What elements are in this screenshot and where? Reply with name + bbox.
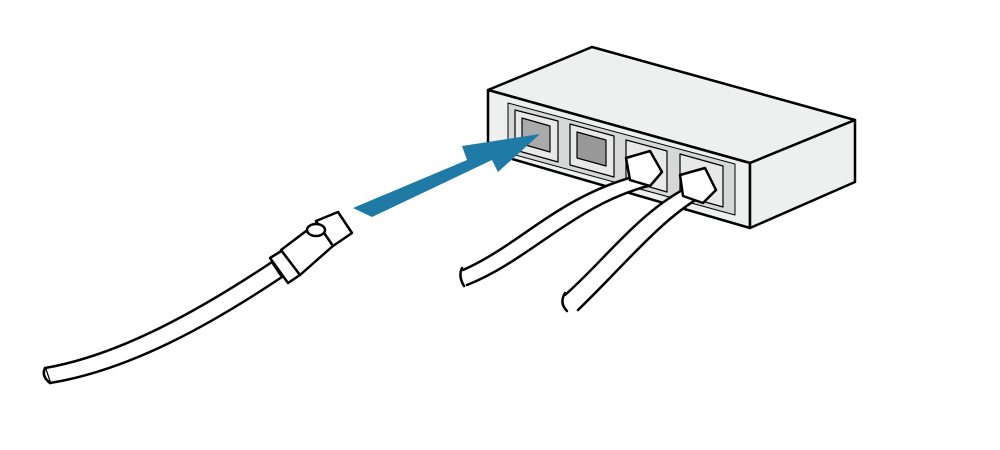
ethernet-port [569, 123, 615, 178]
insert-arrow-icon [353, 134, 540, 217]
ethernet-cable-icon [42, 210, 354, 385]
port-panel [507, 102, 736, 216]
plugged-cable [459, 149, 664, 288]
plugged-cable [561, 166, 718, 313]
